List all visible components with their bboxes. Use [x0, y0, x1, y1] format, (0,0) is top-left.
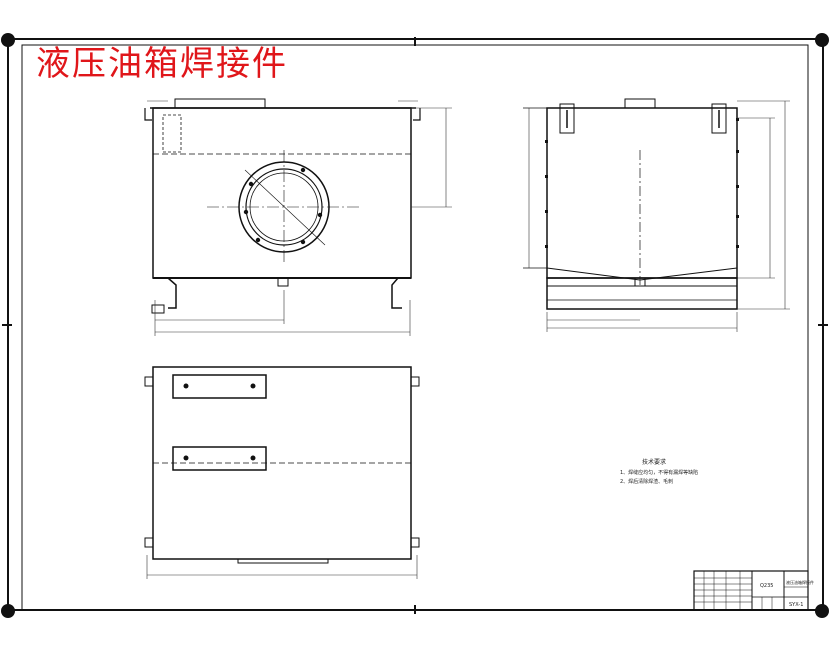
top-view-dimensions — [146, 555, 418, 579]
notes-line-1: 1、焊缝应均匀，不得有漏焊等缺陷 — [620, 469, 698, 476]
title-block-text: Q235 液压油箱焊接件 SYX-1 — [760, 579, 814, 608]
side-view — [523, 98, 738, 310]
frame-center-marks — [2, 37, 828, 614]
side-view-dimensions — [528, 100, 790, 332]
top-view — [144, 366, 420, 564]
title-block-material: Q235 — [760, 583, 773, 589]
front-view-dimensions — [147, 100, 452, 336]
title-block — [693, 570, 809, 611]
notes-line-2: 2、焊后清除焊渣、毛刺 — [620, 478, 673, 485]
front-view-bolt-holes — [243, 167, 323, 245]
drawing-title: 液压油箱焊接件 — [36, 44, 288, 84]
front-view — [144, 98, 421, 314]
frame-corner-marks — [1, 33, 829, 618]
top-view-bolt-holes — [183, 383, 256, 461]
technical-notes: 技术要求 1、焊缝应均匀，不得有漏焊等缺陷 2、焊后清除焊渣、毛刺 — [620, 458, 698, 485]
side-view-weld-marks — [545, 118, 739, 248]
notes-heading: 技术要求 — [642, 458, 666, 466]
title-block-name: 液压油箱焊接件 — [786, 579, 814, 585]
sheet-frame — [7, 38, 824, 611]
title-block-drawing-no: SYX-1 — [789, 602, 803, 608]
